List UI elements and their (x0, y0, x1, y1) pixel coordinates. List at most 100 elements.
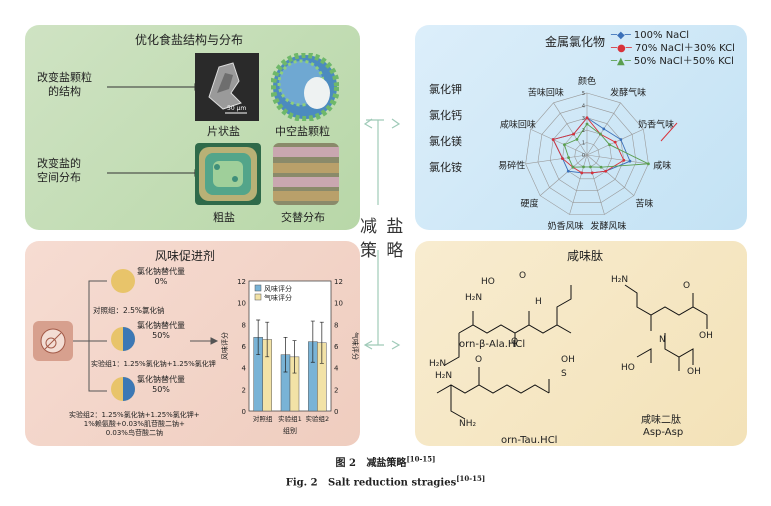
atom-H2N: H₂N (435, 371, 453, 381)
caption-prefix: 图 2 (335, 458, 356, 469)
radar-axis-label: 苦味 (635, 197, 653, 209)
legend-swatch (254, 293, 262, 301)
y-tick-label: 4 (242, 365, 247, 373)
radar-axis-line (586, 154, 635, 196)
panel-title: 风味促进剂 (155, 249, 216, 263)
caption-title: 减盐策略 (366, 458, 407, 469)
panel-salty-peptides: 咸味肽 HO O H₂N O H H₂N orn-β-Ala.HCl H₂N O… (415, 241, 747, 446)
x-axis-label: 组别 (283, 426, 297, 435)
caption-alternating: 交替分布 (281, 211, 325, 224)
group-exp1: 实验组1：1.25%氯化钠+1.25%氯化钾 (91, 360, 216, 368)
atom-S: S (561, 369, 567, 379)
radar-point (561, 157, 564, 160)
pie-control (111, 269, 135, 293)
atom-OH: OH (687, 367, 701, 377)
radar-point (604, 169, 608, 173)
y2-tick-label: 0 (334, 408, 338, 416)
radar-axis-line (553, 102, 588, 156)
atom-H2N: H₂N (611, 275, 629, 285)
radar-point (572, 132, 575, 136)
coarse-salt-image (195, 143, 261, 205)
radar-axis-label: 咸味回味 (500, 118, 536, 130)
center-word-2: 策 略 (360, 241, 406, 261)
radar-tick-label: 3 (582, 116, 585, 122)
bl-branch-lines (73, 280, 219, 392)
figure-caption-en: Fig. 2 Salt reduction stragies[10-15] (0, 474, 771, 488)
pie-slice (111, 269, 135, 293)
radar-point (619, 138, 623, 141)
radar-point (585, 122, 589, 126)
panel-title: 优化食盐结构与分布 (135, 33, 244, 47)
atom-H2N: H₂N (465, 293, 483, 303)
panel-salt-structure: 优化食盐结构与分布 改变盐颗粒 的结构 改变盐的 空间分布 50 μm 片状盐 … (25, 25, 360, 230)
radar-axis-label: 苦味回味 (528, 87, 564, 99)
legend-label: 气味评分 (264, 293, 292, 302)
radar-point (602, 127, 606, 131)
chloride-item: 氯化钙 (429, 109, 462, 122)
panel-title: 咸味肽 (567, 249, 604, 263)
radar-axis-line (530, 128, 588, 156)
radar-point (571, 165, 575, 169)
radar-legend: ─◆─ 100% NaCl ─●─ 70% NaCl＋30% KCl ─▲─ 5… (611, 29, 735, 68)
food-icon (33, 321, 73, 361)
x-tick-label: 对照组 (253, 414, 273, 423)
atom-N: H (535, 297, 542, 307)
radar-tick-label: 0 (582, 153, 585, 159)
molecule-name: orn-β-Ala.HCl (459, 339, 526, 350)
atom-N: N (659, 335, 666, 345)
y2-tick-label: 12 (334, 278, 343, 286)
radar-series-line (552, 117, 625, 174)
radar-axis-label: 颜色 (578, 75, 596, 87)
caption-ref: [10-15] (456, 474, 486, 483)
radar-axis-label: 发酵风味 (590, 220, 626, 230)
atom-O: O (519, 271, 527, 281)
pie-exp2-label: 氯化钠替代量 50% (137, 375, 185, 394)
y-tick-label: 10 (237, 300, 246, 308)
radar-point (582, 165, 585, 169)
scale-bar-label: 50 μm (227, 105, 247, 112)
radar-point (590, 171, 594, 175)
radar-axis-line (586, 154, 649, 165)
radar-axis-label: 奶香风味 (548, 220, 584, 230)
radar-axis-label: 奶香气味 (638, 118, 674, 130)
radar-point (613, 140, 617, 144)
caption-flaky-salt: 片状盐 (207, 125, 240, 138)
y-tick-label: 12 (237, 278, 246, 286)
center-word-1: 减 盐 (360, 217, 406, 237)
legend-marker-icon: ─◆─ (611, 30, 631, 41)
radar-point (585, 116, 589, 120)
radar-axis-line (525, 154, 588, 165)
radar-point (646, 162, 650, 166)
radar-point (551, 138, 555, 141)
legend-swatch (254, 284, 262, 292)
chloride-item: 氯化铵 (429, 161, 462, 174)
atom-OH: OH (561, 355, 575, 365)
caption-coarse-salt: 粗盐 (213, 211, 235, 224)
radar-point (599, 165, 603, 169)
group-control: 对照组：2.5%氯化钠 (93, 306, 165, 315)
group-exp2: 实验组2：1.25%氯化钠+1.25%氯化钾+ 1%赖氨酸+0.03%肌苷酸二钠… (69, 411, 200, 437)
caption-ref: [10-15] (406, 454, 436, 464)
label-spatial-distribution: 改变盐的 空间分布 (37, 157, 81, 184)
x-tick-label: 实验组1 (278, 414, 302, 423)
y2-axis-label: 气味评分 (351, 332, 359, 360)
radar-grid-ring (525, 92, 649, 215)
molecule-name: orn-Tau.HCl (501, 435, 558, 446)
radar-point (628, 159, 632, 163)
caption-prefix: Fig. 2 (285, 477, 318, 489)
y-tick-label: 2 (242, 386, 246, 394)
caption-hollow-salt: 中空盐颗粒 (275, 125, 330, 138)
radar-axis-label: 硬度 (521, 197, 539, 209)
pie-exp1-label: 氯化钠替代量 50% (137, 321, 185, 340)
radar-point (567, 156, 570, 160)
radar-tick-label: 4 (582, 103, 585, 109)
y-axis-label: 风味评分 (220, 332, 229, 360)
atom-OH: HO (481, 277, 495, 287)
radar-point (589, 165, 592, 169)
radar-point (580, 171, 584, 175)
atom-HO: HO (621, 363, 635, 373)
radar-point (566, 169, 570, 173)
chloride-item: 氯化镁 (429, 135, 462, 148)
label-particle-structure: 改变盐颗粒 的结构 (37, 71, 92, 98)
legend-marker-icon: ─▲─ (611, 56, 631, 67)
